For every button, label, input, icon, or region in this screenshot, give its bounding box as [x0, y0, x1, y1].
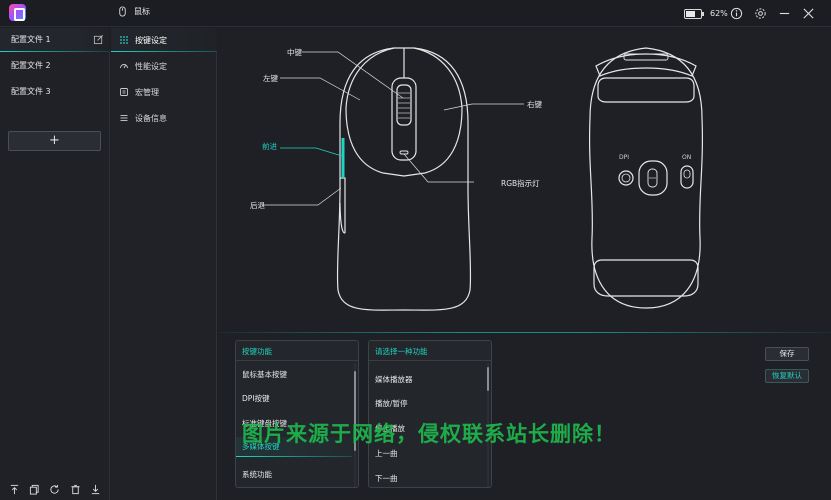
watermark-text: 图片来源于网络，侵权联系站长删除！ [242, 422, 616, 446]
profile-label: 配置文件 3 [11, 87, 51, 96]
mouse-tab[interactable]: 鼠标 [117, 6, 150, 17]
settings-gear-icon[interactable] [754, 7, 767, 20]
mouse-top-view [336, 47, 472, 311]
profile-item-2[interactable]: 配置文件 2 [0, 54, 110, 78]
battery-icon [684, 9, 704, 19]
mouse-bottom-view [589, 47, 703, 309]
save-button[interactable]: 保存 [765, 347, 809, 361]
delete-icon[interactable] [69, 483, 81, 495]
macro-icon [120, 88, 128, 96]
profile-item-1[interactable]: 配置文件 1 [0, 28, 110, 52]
app-logo-icon [9, 4, 26, 21]
menu-item-key-settings[interactable]: 按键设定 [111, 28, 217, 52]
list-item[interactable]: 上一曲 [375, 449, 398, 458]
minimize-icon[interactable] [778, 7, 791, 20]
list-divider [236, 360, 358, 361]
profile-label: 配置文件 2 [11, 61, 51, 70]
info-icon[interactable] [730, 7, 743, 20]
menu-item-performance[interactable]: 性能设定 [111, 54, 217, 78]
edit-icon[interactable] [93, 34, 104, 45]
list-item[interactable]: DPI按键 [242, 394, 270, 403]
add-profile-button[interactable]: + [8, 131, 101, 151]
list-item[interactable]: 媒体播放器 [375, 375, 413, 384]
profile-actions-bar [0, 478, 110, 500]
callout-forward-button: 前进 [262, 142, 277, 151]
title-bar: 鼠标 62% [0, 0, 831, 27]
copy-icon[interactable] [29, 483, 41, 495]
callout-right-button: 右键 [527, 100, 542, 109]
menu-item-label: 设备信息 [135, 113, 167, 123]
battery-percent: 62% [710, 9, 728, 18]
restore-default-button[interactable]: 恢复默认 [765, 369, 809, 383]
profile-item-3[interactable]: 配置文件 3 [0, 80, 110, 104]
menu-item-label: 按键设定 [135, 35, 167, 45]
mouse-diagram: 中键 左键 右键 前进 后退 RGB指示灯 DPI ON [218, 28, 831, 333]
profile-panel: 配置文件 1 配置文件 2 配置文件 3 + [0, 28, 110, 500]
scroll-thumb[interactable] [354, 371, 356, 451]
menu-item-label: 性能设定 [135, 61, 167, 71]
main-content: 中键 左键 右键 前进 后退 RGB指示灯 DPI ON 按键功能 鼠标基本按键… [218, 28, 831, 500]
menu-item-macro[interactable]: 宏管理 [111, 80, 217, 104]
list-item[interactable]: 下一曲 [375, 474, 398, 483]
list-item[interactable]: 标准键盘按键 [242, 419, 287, 428]
export-top-icon[interactable] [8, 483, 20, 495]
callout-on: ON [682, 154, 692, 161]
settings-menu: 按键设定 性能设定 宏管理 设备信息 [111, 28, 217, 500]
list-item-selected[interactable]: 多媒体按键 [236, 437, 352, 457]
list-item[interactable]: 系统功能 [242, 470, 272, 479]
scrollbar[interactable] [487, 363, 489, 487]
reset-icon[interactable] [49, 483, 61, 495]
menu-item-label: 宏管理 [135, 87, 159, 97]
list-item[interactable]: 播放/暂停 [375, 399, 408, 408]
scrollbar[interactable] [354, 363, 356, 487]
callout-lines [262, 51, 524, 206]
battery-level-fill [686, 11, 695, 17]
key-function-list-title: 按键功能 [242, 347, 272, 356]
import-icon[interactable] [90, 483, 102, 495]
list-divider [369, 360, 491, 361]
callout-dpi: DPI [619, 154, 630, 161]
profile-label: 配置文件 1 [11, 35, 51, 44]
list-icon [120, 115, 128, 121]
scroll-thumb[interactable] [487, 367, 489, 391]
close-icon[interactable] [802, 7, 815, 20]
list-item[interactable]: 停止播放 [375, 424, 405, 433]
menu-item-device-info[interactable]: 设备信息 [111, 106, 217, 130]
mouse-illustration [262, 47, 703, 311]
callout-left-button: 左键 [263, 74, 278, 83]
gauge-icon [120, 64, 128, 69]
content-divider [218, 332, 831, 333]
callout-back-button: 后退 [250, 201, 265, 210]
key-function-list: 按键功能 鼠标基本按键 DPI按键 标准键盘按键 多媒体按键 系统功能 [235, 340, 359, 488]
function-choice-list-title: 请选择一种功能 [375, 347, 428, 356]
callout-rgb-indicator: RGB指示灯 [501, 179, 540, 188]
function-choice-list: 请选择一种功能 媒体播放器 播放/暂停 停止播放 上一曲 下一曲 [368, 340, 492, 488]
grid-icon [120, 36, 128, 44]
mouse-icon [119, 6, 126, 17]
mouse-tab-label: 鼠标 [134, 7, 150, 16]
list-item[interactable]: 鼠标基本按键 [242, 370, 287, 379]
callout-middle-button: 中键 [287, 48, 302, 57]
